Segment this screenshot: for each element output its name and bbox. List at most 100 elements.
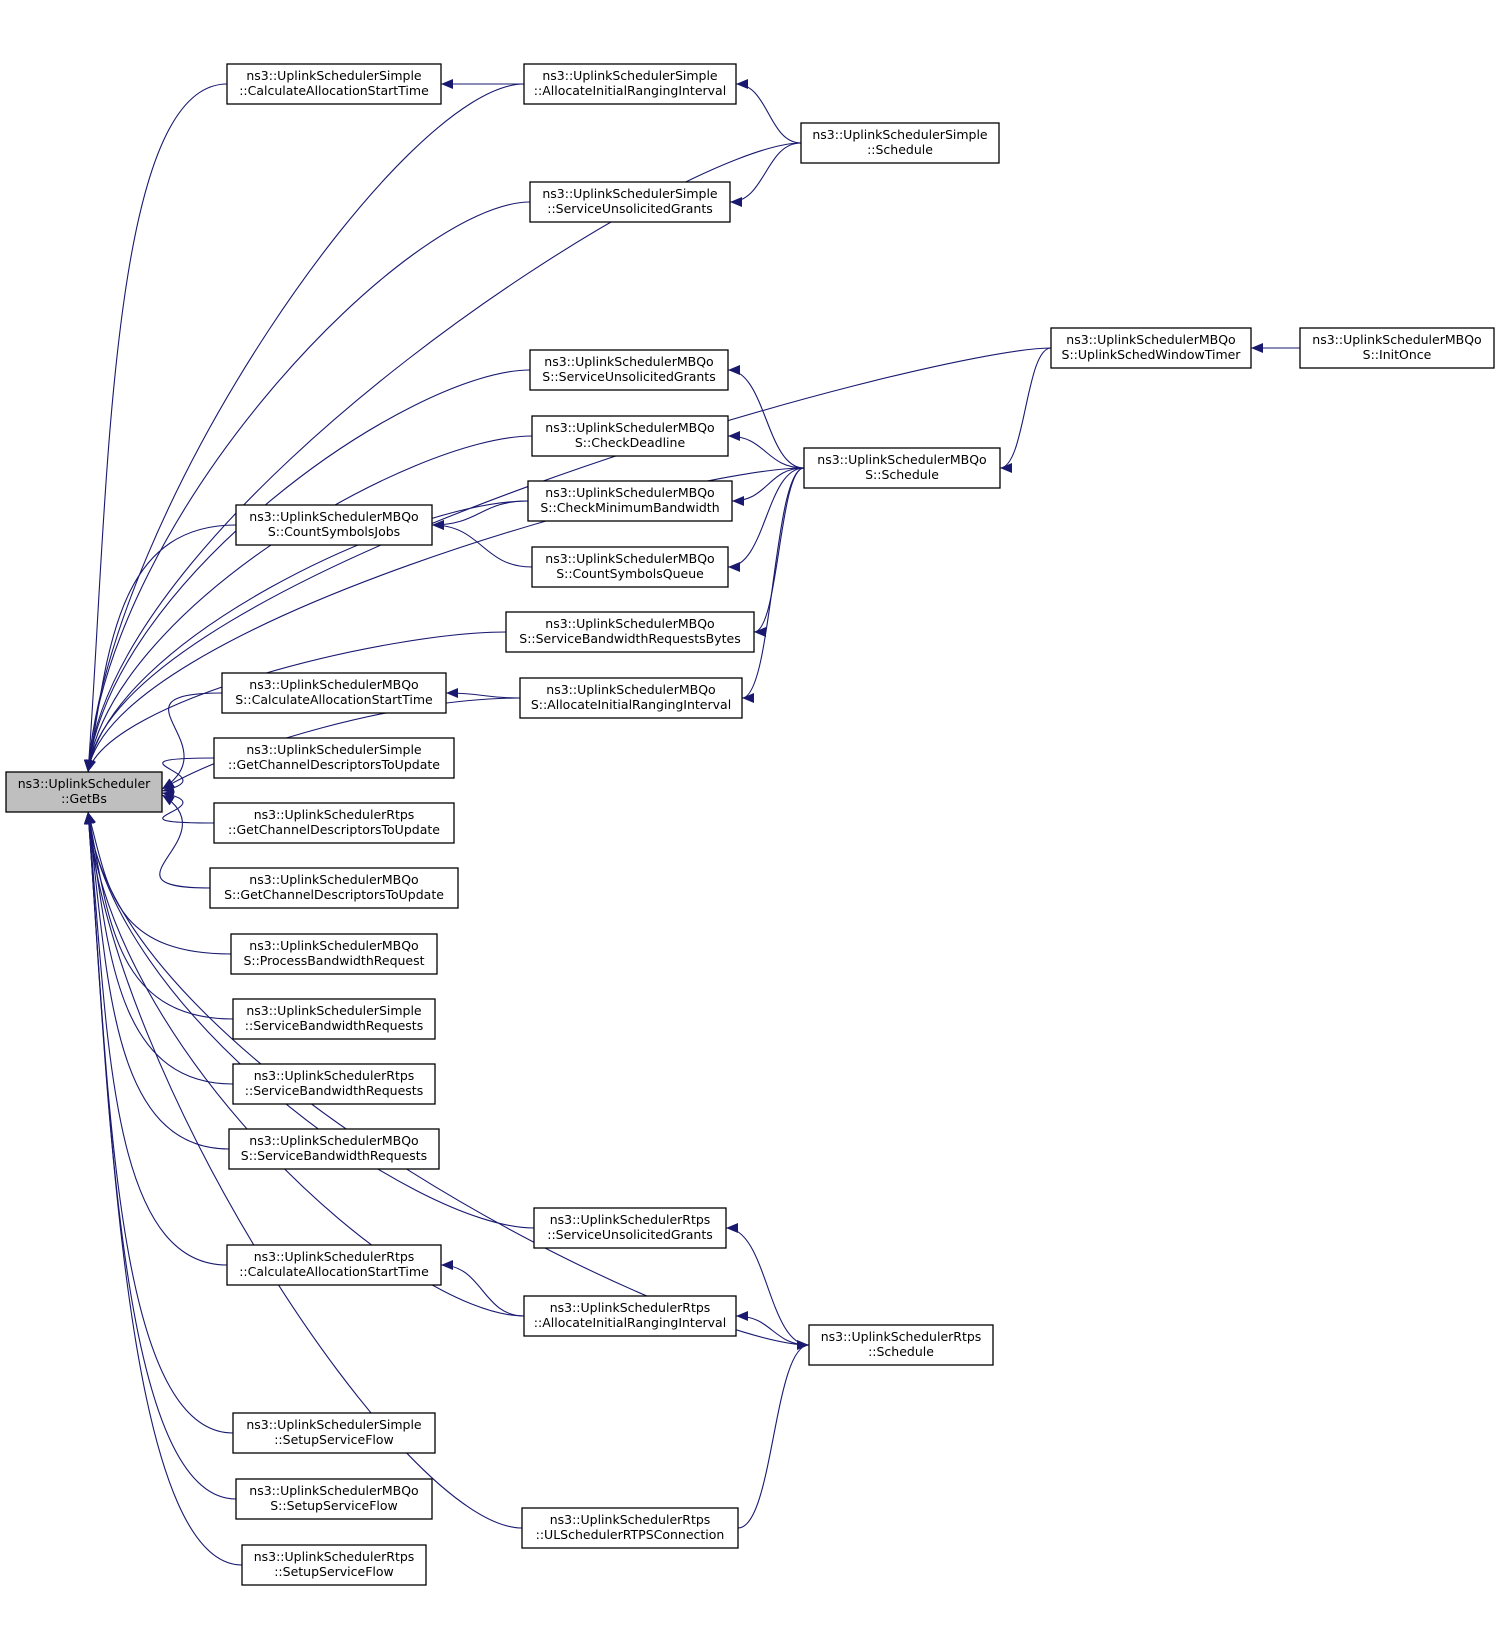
node-box — [531, 415, 729, 457]
node-r-schedule[interactable]: ns3::UplinkSchedulerRtps::Schedule — [808, 1324, 994, 1366]
node-label-line-1: ns3::UplinkSchedulerRtps — [254, 807, 415, 822]
node-box — [209, 867, 459, 909]
node-label-line-2: S::Schedule — [865, 467, 939, 482]
call-edge-m_allocinit-to-m_calcstart — [445, 688, 521, 699]
node-m-allocinit[interactable]: ns3::UplinkSchedulerMBQoS::AllocateIniti… — [519, 677, 743, 719]
node-label-line-2: S::UplinkSchedWindowTimer — [1062, 347, 1242, 362]
node-box — [531, 546, 729, 588]
node-box — [241, 1544, 427, 1586]
node-label-line-1: ns3::UplinkSchedulerMBQo — [249, 872, 418, 887]
node-label-line-2: ::CalculateAllocationStartTime — [239, 1264, 429, 1279]
node-box — [519, 677, 743, 719]
node-label-line-2: S::GetChannelDescriptorsToUpdate — [224, 887, 444, 902]
node-r-ulconn[interactable]: ns3::UplinkSchedulerRtps::ULSchedulerRTP… — [521, 1507, 739, 1549]
node-r-svcunsol[interactable]: ns3::UplinkSchedulerRtps::ServiceUnsolic… — [533, 1207, 727, 1249]
node-m-winTimer[interactable]: ns3::UplinkSchedulerMBQoS::UplinkSchedWi… — [1050, 327, 1252, 369]
node-r-getchan[interactable]: ns3::UplinkSchedulerRtps::GetChannelDesc… — [213, 802, 455, 844]
node-box — [5, 771, 163, 813]
node-m-checkmin[interactable]: ns3::UplinkSchedulerMBQoS::CheckMinimumB… — [527, 480, 733, 522]
node-m-calcstart[interactable]: ns3::UplinkSchedulerMBQoS::CalculateAllo… — [221, 672, 447, 714]
call-edge-r_schedule-to-r_allocinit — [735, 1311, 810, 1346]
node-label-line-1: ns3::UplinkSchedulerSimple — [246, 742, 422, 757]
node-box — [527, 480, 733, 522]
node-box — [226, 1244, 442, 1286]
node-label-line-2: S::ServiceBandwidthRequestsBytes — [519, 631, 740, 646]
node-m-svcunsol[interactable]: ns3::UplinkSchedulerMBQoS::ServiceUnsoli… — [529, 349, 729, 391]
node-label-line-2: S::ServiceBandwidthRequests — [241, 1148, 427, 1163]
node-r-setupsf[interactable]: ns3::UplinkSchedulerRtps::SetupServiceFl… — [241, 1544, 427, 1586]
node-box — [800, 122, 1000, 164]
call-edge-m_allocinit-to-getbs — [161, 697, 521, 790]
node-label-line-1: ns3::UplinkSchedulerMBQo — [1312, 332, 1481, 347]
node-s-setupsf[interactable]: ns3::UplinkSchedulerSimple::SetupService… — [232, 1412, 436, 1454]
call-edge-r_allocinit-to-r_calcstart — [440, 1260, 525, 1317]
node-box — [505, 611, 755, 653]
node-label-line-2: S::CheckDeadline — [575, 435, 686, 450]
node-label-line-1: ns3::UplinkSchedulerSimple — [542, 186, 718, 201]
node-label-line-1: ns3::UplinkSchedulerRtps — [254, 1068, 415, 1083]
node-s-svcunsol[interactable]: ns3::UplinkSchedulerSimple::ServiceUnsol… — [529, 181, 731, 223]
node-m-getchan[interactable]: ns3::UplinkSchedulerMBQoS::GetChannelDes… — [209, 867, 459, 909]
node-m-countjobs[interactable]: ns3::UplinkSchedulerMBQoS::CountSymbolsJ… — [235, 504, 433, 546]
node-label-line-1: ns3::UplinkSchedulerSimple — [812, 127, 988, 142]
node-s-allocinit[interactable]: ns3::UplinkSchedulerSimple::AllocateInit… — [523, 63, 737, 105]
node-s-getchan[interactable]: ns3::UplinkSchedulerSimple::GetChannelDe… — [213, 737, 455, 779]
node-box — [232, 998, 436, 1040]
node-m-countqueue[interactable]: ns3::UplinkSchedulerMBQoS::CountSymbolsQ… — [531, 546, 729, 588]
node-box — [232, 1412, 436, 1454]
node-label-line-1: ns3::UplinkSchedulerMBQo — [545, 485, 714, 500]
node-label-line-1: ns3::UplinkSchedulerMBQo — [249, 938, 418, 953]
call-edge-m_winTimer-to-m_schedule — [999, 347, 1052, 473]
node-label-line-1: ns3::UplinkSchedulerMBQo — [545, 616, 714, 631]
call-edge-m_setupsf-to-getbs — [83, 811, 237, 1500]
edges-layer — [83, 79, 1300, 1566]
node-r-svcbw[interactable]: ns3::UplinkSchedulerRtps::ServiceBandwid… — [232, 1063, 436, 1105]
node-box — [230, 933, 438, 975]
node-s-schedule[interactable]: ns3::UplinkSchedulerSimple::Schedule — [800, 122, 1000, 164]
node-label-line-1: ns3::UplinkSchedulerSimple — [246, 68, 422, 83]
call-edge-s_schedule-to-s_allocinit — [735, 79, 802, 144]
node-label-line-1: ns3::UplinkSchedulerMBQo — [817, 452, 986, 467]
node-label-line-2: ::GetChannelDescriptorsToUpdate — [228, 822, 440, 837]
call-edge-m_checkmin-to-m_countjobs — [431, 500, 529, 530]
node-m-procbw[interactable]: ns3::UplinkSchedulerMBQoS::ProcessBandwi… — [230, 933, 438, 975]
node-label-line-2: S::SetupServiceFlow — [270, 1498, 397, 1513]
node-box — [523, 63, 737, 105]
node-label-line-2: S::AllocateInitialRangingInterval — [531, 697, 731, 712]
node-box — [213, 802, 455, 844]
node-getbs[interactable]: ns3::UplinkScheduler::GetBs — [5, 771, 163, 813]
node-label-line-2: ::GetChannelDescriptorsToUpdate — [228, 757, 440, 772]
call-edge-r_calcstart-to-getbs — [84, 811, 228, 1266]
node-box — [228, 1128, 440, 1170]
node-m-svcbw[interactable]: ns3::UplinkSchedulerMBQoS::ServiceBandwi… — [228, 1128, 440, 1170]
node-box — [213, 737, 455, 779]
node-label-line-1: ns3::UplinkSchedulerRtps — [821, 1329, 982, 1344]
node-box — [803, 447, 1001, 489]
node-label-line-2: ::ServiceBandwidthRequests — [245, 1083, 423, 1098]
node-m-setupsf[interactable]: ns3::UplinkSchedulerMBQoS::SetupServiceF… — [235, 1478, 433, 1520]
node-label-line-1: ns3::UplinkSchedulerRtps — [550, 1212, 711, 1227]
node-r-allocinit[interactable]: ns3::UplinkSchedulerRtps::AllocateInitia… — [523, 1295, 737, 1337]
node-label-line-1: ns3::UplinkSchedulerRtps — [254, 1549, 415, 1564]
node-label-line-2: ::CalculateAllocationStartTime — [239, 83, 429, 98]
node-box — [221, 672, 447, 714]
node-s-calcstart[interactable]: ns3::UplinkSchedulerSimple::CalculateAll… — [226, 63, 442, 105]
node-label-line-1: ns3::UplinkSchedulerMBQo — [249, 677, 418, 692]
node-s-svcbw[interactable]: ns3::UplinkSchedulerSimple::ServiceBandw… — [232, 998, 436, 1040]
node-r-calcstart[interactable]: ns3::UplinkSchedulerRtps::CalculateAlloc… — [226, 1244, 442, 1286]
node-label-line-1: ns3::UplinkSchedulerMBQo — [1066, 332, 1235, 347]
node-label-line-2: S::CountSymbolsJobs — [268, 524, 400, 539]
node-label-line-1: ns3::UplinkSchedulerMBQo — [546, 682, 715, 697]
node-label-line-1: ns3::UplinkSchedulerMBQo — [249, 509, 418, 524]
node-label-line-1: ns3::UplinkSchedulerRtps — [550, 1512, 711, 1527]
node-label-line-2: S::ProcessBandwidthRequest — [243, 953, 424, 968]
call-edge-r_ulconn-to-r_schedule — [737, 1340, 810, 1529]
node-label-line-2: ::SetupServiceFlow — [274, 1564, 394, 1579]
call-edge-m_schedule-to-m_svcunsol — [727, 365, 805, 469]
node-m-svcbwbytes[interactable]: ns3::UplinkSchedulerMBQoS::ServiceBandwi… — [505, 611, 755, 653]
call-edge-m_countjobs-to-getbs — [85, 524, 237, 773]
